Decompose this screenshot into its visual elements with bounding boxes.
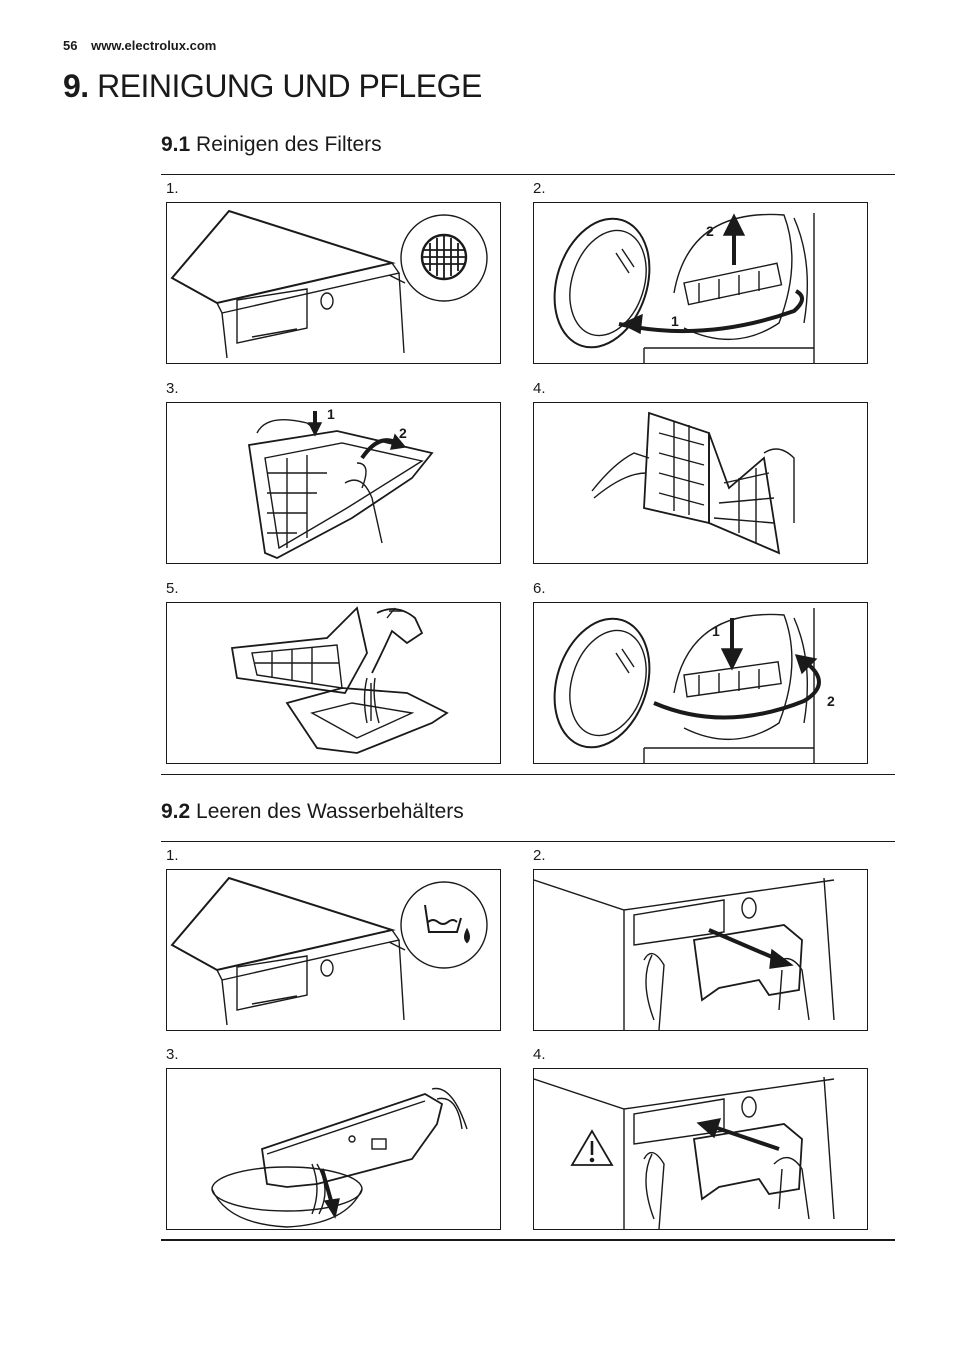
water-container-icon <box>424 904 470 944</box>
step-label: 4. <box>533 380 546 397</box>
section-number: 9.1 <box>161 133 191 156</box>
illustration-filter-opened <box>533 402 868 564</box>
callout-number: 2 <box>706 223 714 239</box>
section-title: Leeren des Wasserbehälters <box>196 800 464 823</box>
section-end-rule <box>161 774 895 775</box>
section-divider <box>161 174 895 175</box>
step-label: 2. <box>533 847 546 864</box>
callout-number: 1 <box>671 313 679 329</box>
section-divider <box>161 841 895 842</box>
callout-number: 2 <box>399 425 407 441</box>
section-heading-water-container: 9.2 Leeren des Wasserbehälters <box>161 800 464 824</box>
page-end-rule <box>161 1239 895 1241</box>
warning-triangle-icon <box>570 1129 614 1166</box>
chapter-number: 9. <box>63 68 89 104</box>
step-label: 6. <box>533 580 546 597</box>
step-label: 1. <box>166 180 179 197</box>
step-label: 3. <box>166 380 179 397</box>
illustration-rinse-filter <box>166 602 501 764</box>
callout-number: 1 <box>327 406 335 422</box>
illustration-open-filter: 1 2 <box>166 402 501 564</box>
page-header: 56 www.electrolux.com <box>63 38 216 53</box>
chapter-heading: 9. REINIGUNG UND PFLEGE <box>63 68 482 105</box>
illustration-push-in-container <box>533 1068 868 1230</box>
filter-grid-icon <box>420 233 468 281</box>
page-number: 56 <box>63 38 78 53</box>
section-heading-filter: 9.1 Reinigen des Filters <box>161 133 382 157</box>
illustration-pull-out-container <box>533 869 868 1031</box>
illustration-dryer-water-symbol <box>166 869 501 1031</box>
section-number: 9.2 <box>161 800 191 823</box>
step-label: 4. <box>533 1046 546 1063</box>
illustration-dryer-filter-symbol <box>166 202 501 364</box>
illustration-remove-filter: 2 1 <box>533 202 868 364</box>
step-label: 3. <box>166 1046 179 1063</box>
website-link[interactable]: www.electrolux.com <box>91 38 217 53</box>
chapter-title: REINIGUNG UND PFLEGE <box>97 68 482 104</box>
section-title: Reinigen des Filters <box>196 133 382 156</box>
step-label: 2. <box>533 180 546 197</box>
illustration-reinsert-filter: 1 2 <box>533 602 868 764</box>
callout-number: 1 <box>712 623 720 639</box>
callout-number: 2 <box>827 693 835 709</box>
illustration-empty-container <box>166 1068 501 1230</box>
step-label: 1. <box>166 847 179 864</box>
step-label: 5. <box>166 580 179 597</box>
